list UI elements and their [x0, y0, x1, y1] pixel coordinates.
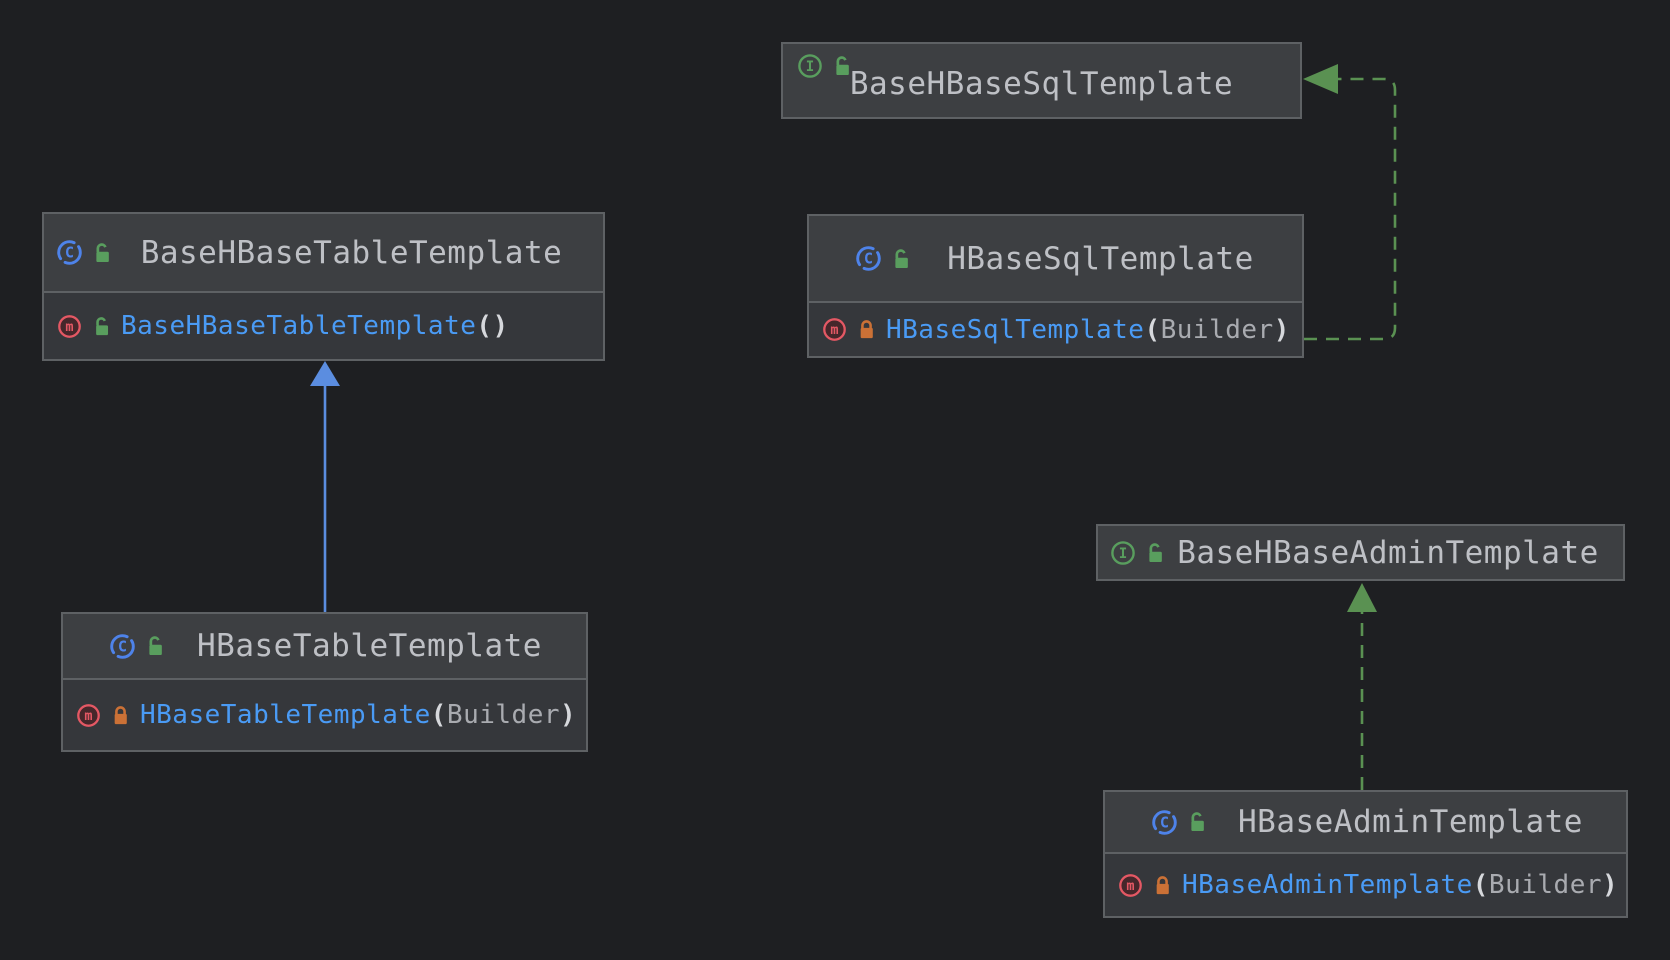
svg-text:C: C — [864, 250, 873, 268]
paren-open: ( — [476, 311, 493, 341]
node-title: HBaseSqlTemplate — [947, 240, 1254, 277]
member-row[interactable]: m HBaseAdminTemplate(Builder) — [1105, 870, 1631, 900]
paren-close: ) — [492, 311, 509, 341]
node-title: HBaseAdminTemplate — [1238, 804, 1583, 840]
node-title: BaseHBaseTableTemplate — [140, 234, 563, 271]
node-body: m HBaseSqlTemplate(Builder) — [809, 303, 1302, 356]
header-icon-group: C — [1151, 809, 1207, 836]
svg-text:m: m — [830, 322, 838, 338]
arrowhead-up-blue — [310, 361, 340, 386]
unlocked-icon — [836, 56, 849, 76]
unlocked-icon — [96, 242, 109, 262]
header-icon-group: C — [855, 245, 911, 272]
locked-icon — [1156, 875, 1169, 894]
member-name: HBaseAdminTemplate — [1182, 870, 1473, 900]
member-row[interactable]: m HBaseSqlTemplate(Builder) — [809, 315, 1303, 345]
node-title: HBaseTableTemplate — [197, 628, 542, 664]
paren-close: ) — [1273, 314, 1290, 345]
node-base-hbase-sql-template[interactable]: I BaseHBaseSqlTemplate — [781, 42, 1302, 119]
svg-text:I: I — [806, 59, 814, 75]
method-icon: m — [77, 703, 100, 727]
node-body: m HBaseTableTemplate(Builder) — [63, 680, 586, 750]
edge-implements-sql-template[interactable] — [1303, 64, 1397, 341]
node-body: m BaseHBaseTableTemplate() — [44, 293, 603, 359]
node-header: C HBaseAdminTemplate — [1105, 792, 1626, 854]
method-icon: m — [823, 318, 846, 341]
paren-close: ) — [1602, 870, 1619, 900]
node-header: C BaseHBaseTableTemplate — [44, 214, 603, 293]
member-row[interactable]: m HBaseTableTemplate(Builder) — [63, 700, 589, 730]
class-icon: C — [1152, 809, 1177, 835]
header-icon-group: I — [1110, 540, 1165, 566]
node-hbase-table-template[interactable]: C HBaseTableTemplate m HBaseTableT — [61, 612, 588, 752]
unlocked-icon — [895, 248, 908, 268]
header-icon-group: C — [109, 633, 165, 660]
node-header: I BaseHBaseAdminTemplate — [1098, 526, 1623, 579]
paren-open: ( — [1144, 314, 1161, 345]
node-body: m HBaseAdminTemplate(Builder) — [1105, 854, 1626, 916]
arrowhead-up-green — [1347, 583, 1377, 612]
unlocked-icon — [149, 636, 162, 656]
class-icon: C — [57, 240, 82, 265]
svg-text:m: m — [84, 708, 92, 724]
node-hbase-admin-template[interactable]: C HBaseAdminTemplate m HBaseAdminT — [1103, 790, 1628, 918]
node-base-hbase-admin-template[interactable]: I BaseHBaseAdminTemplate — [1096, 524, 1625, 581]
member-name: HBaseSqlTemplate — [886, 314, 1145, 345]
node-title: BaseHBaseSqlTemplate — [849, 65, 1234, 102]
member-signature: HBaseTableTemplate(Builder) — [140, 700, 576, 730]
paren-open: ( — [430, 700, 447, 730]
edge-implements-admin-template[interactable] — [1347, 583, 1377, 790]
svg-text:C: C — [1160, 813, 1169, 831]
method-icon: m — [1119, 873, 1142, 897]
paren-open: ( — [1472, 870, 1489, 900]
svg-text:m: m — [1126, 878, 1134, 894]
svg-text:I: I — [1119, 545, 1127, 561]
class-icon: C — [856, 246, 881, 271]
member-params: Builder — [1488, 870, 1602, 900]
locked-icon — [860, 320, 873, 339]
edge-extends-table-template[interactable] — [310, 361, 340, 612]
header-icon-group: I — [797, 53, 852, 79]
node-hbase-sql-template[interactable]: C HBaseSqlTemplate m HBaseSqlTempl — [807, 214, 1304, 358]
svg-text:C: C — [65, 244, 74, 262]
paren-close: ) — [560, 700, 577, 730]
node-header: C HBaseSqlTemplate — [809, 216, 1302, 303]
svg-text:m: m — [65, 319, 73, 335]
member-name: BaseHBaseTableTemplate — [121, 311, 477, 341]
member-name: HBaseTableTemplate — [140, 700, 431, 730]
header-icon-group: C — [56, 239, 112, 266]
member-params: Builder — [1160, 314, 1274, 345]
node-title: BaseHBaseAdminTemplate — [1177, 534, 1599, 571]
unlocked-icon — [96, 316, 109, 335]
member-row[interactable]: m BaseHBaseTableTemplate() — [44, 311, 603, 341]
unlocked-icon — [1149, 542, 1162, 562]
member-signature: BaseHBaseTableTemplate() — [121, 311, 509, 341]
node-header: C HBaseTableTemplate — [63, 614, 586, 680]
interface-icon: I — [798, 54, 822, 78]
node-base-hbase-table-template[interactable]: C BaseHBaseTableTemplate m BaseHBa — [42, 212, 605, 361]
locked-icon — [114, 705, 127, 724]
member-signature: HBaseSqlTemplate(Builder) — [886, 315, 1290, 345]
unlocked-icon — [1191, 812, 1204, 832]
arrowhead-left-green — [1303, 64, 1338, 94]
svg-text:C: C — [118, 637, 127, 655]
class-icon: C — [110, 633, 135, 659]
node-header: I BaseHBaseSqlTemplate — [783, 44, 1300, 117]
member-signature: HBaseAdminTemplate(Builder) — [1182, 870, 1618, 900]
member-params: Builder — [446, 700, 560, 730]
interface-icon: I — [1111, 540, 1135, 565]
method-icon: m — [58, 314, 81, 338]
